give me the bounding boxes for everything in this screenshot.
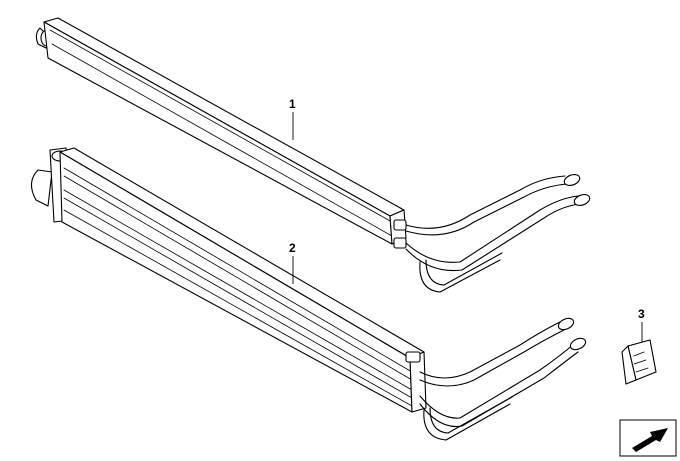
- part-1-label: 1: [289, 97, 296, 111]
- arrow-down-left-icon: [619, 419, 677, 457]
- part-3-label: 3: [638, 307, 645, 321]
- part-1-oil-cooler[interactable]: [35, 17, 591, 293]
- part-3-clip[interactable]: [621, 339, 657, 385]
- part-2-label: 2: [289, 241, 296, 255]
- part-2-oil-cooler[interactable]: [30, 147, 587, 441]
